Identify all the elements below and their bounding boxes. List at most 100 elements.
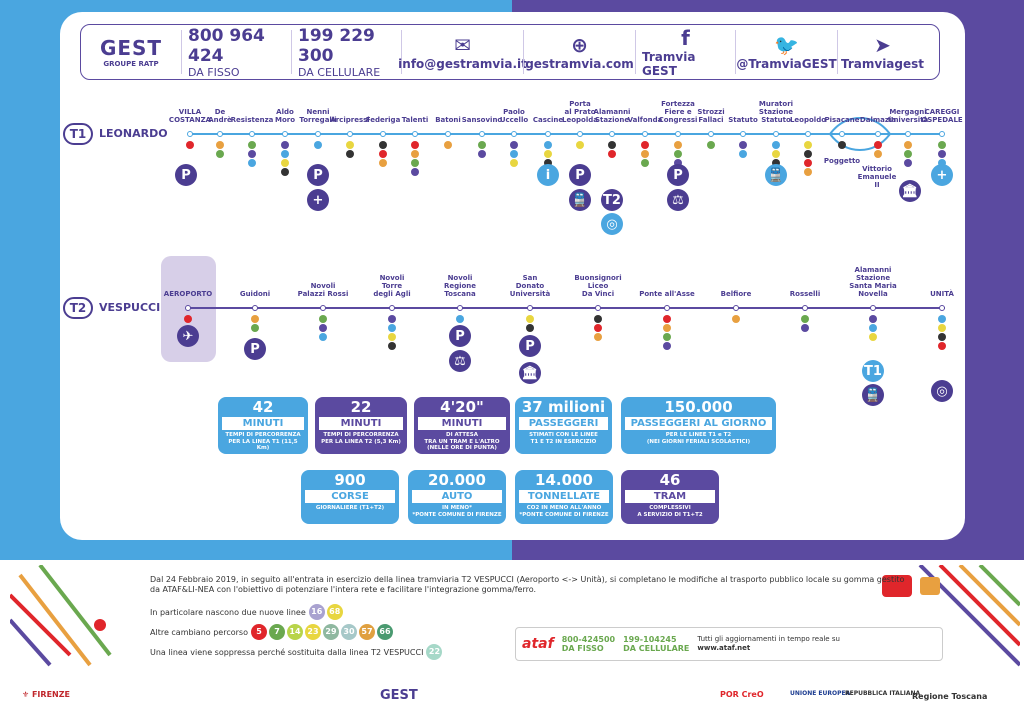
stat-number: 150.000 xyxy=(664,398,733,416)
globe-icon: ⊕ xyxy=(571,33,588,57)
connecting-bus-lines xyxy=(184,315,192,324)
stop-marker[interactable] xyxy=(479,131,485,137)
stop-label: Strozzi Fallaci xyxy=(697,108,725,124)
bus-line-badge: 22 xyxy=(426,644,443,660)
connecting-bus-lines xyxy=(216,141,224,159)
connecting-bus-lines xyxy=(608,141,616,159)
stat-unit: MINUTI xyxy=(319,417,403,430)
stop-marker[interactable] xyxy=(939,131,945,137)
stop-marker[interactable] xyxy=(282,131,288,137)
stop-marker[interactable] xyxy=(740,131,746,137)
t2-badge[interactable]: T2 xyxy=(63,297,93,319)
stop-marker[interactable] xyxy=(511,131,517,137)
stop-marker[interactable] xyxy=(708,131,714,137)
stop-marker[interactable] xyxy=(875,131,881,137)
ataf-phone-fixed[interactable]: 800-424500 DA FISSO xyxy=(561,635,616,653)
stop-marker[interactable] xyxy=(185,305,191,311)
stop-marker[interactable] xyxy=(839,131,845,137)
t1-badge[interactable]: T1 xyxy=(63,123,93,145)
stop-marker[interactable] xyxy=(315,131,321,137)
stat-number: 37 milioni xyxy=(521,398,606,416)
stop-label: Mergagni Università xyxy=(887,108,929,124)
repubblica-logo: REPUBBLICA ITALIANA xyxy=(845,690,921,697)
email-link[interactable]: ✉ info@gestramvia.it xyxy=(398,30,527,74)
justice-icon: ⚖ xyxy=(449,350,471,372)
stat-unit: CORSE xyxy=(305,490,395,503)
stop-marker[interactable] xyxy=(870,305,876,311)
stop-label: Arcipressi xyxy=(330,116,370,124)
connecting-bus-lines xyxy=(938,315,946,351)
connecting-bus-lines xyxy=(904,141,912,168)
stop-label: Leopoldo xyxy=(789,116,827,124)
stop-marker[interactable] xyxy=(412,131,418,137)
stop-marker[interactable] xyxy=(642,131,648,137)
twitter-link[interactable]: 🐦 @TramviaGEST xyxy=(735,30,837,74)
stop-marker[interactable] xyxy=(249,131,255,137)
stop-label: Cascine xyxy=(532,116,564,124)
stop-label: San Donato Università xyxy=(509,274,551,298)
stop-marker[interactable] xyxy=(252,305,258,311)
ataf-phone-mobile[interactable]: 199-104245 DA CELLULARE xyxy=(623,635,690,653)
connecting-bus-lines xyxy=(874,141,882,159)
stop-marker[interactable] xyxy=(609,131,615,137)
facebook-link[interactable]: f Tramvia GEST xyxy=(635,26,735,78)
stop-marker[interactable] xyxy=(527,305,533,311)
stop-marker[interactable] xyxy=(187,131,193,137)
stop-marker[interactable] xyxy=(733,305,739,311)
stat-number: 4'20" xyxy=(440,398,484,416)
stop-marker[interactable] xyxy=(320,305,326,311)
info-icon: i xyxy=(537,164,559,186)
stop-marker[interactable] xyxy=(577,131,583,137)
parking-icon: P xyxy=(307,164,329,186)
stat-number: 22 xyxy=(350,398,372,416)
stop-label: Poggetto xyxy=(823,157,861,165)
stop-marker[interactable] xyxy=(664,305,670,311)
train-icon: 🚆 xyxy=(765,164,787,186)
stop-marker[interactable] xyxy=(389,305,395,311)
train-icon: 🚆 xyxy=(862,384,884,406)
stop-label: Muratori Stazione Statuto xyxy=(758,100,794,124)
connecting-bus-lines xyxy=(732,315,740,324)
stop-marker[interactable] xyxy=(380,131,386,137)
stop-label: Federiga xyxy=(365,116,401,124)
stop-marker[interactable] xyxy=(802,305,808,311)
stop-marker[interactable] xyxy=(805,131,811,137)
stop-label: Porta al Prato Leopolda xyxy=(562,100,598,124)
hospital-icon: + xyxy=(931,164,953,186)
stop-marker[interactable] xyxy=(445,131,451,137)
stop-label: Batoni xyxy=(435,116,461,124)
stop-marker[interactable] xyxy=(217,131,223,137)
stop-marker[interactable] xyxy=(675,131,681,137)
stop-marker[interactable] xyxy=(545,131,551,137)
website-link[interactable]: ⊕ gestramvia.com xyxy=(523,30,635,74)
stat-number: 900 xyxy=(334,471,366,489)
parking-icon: P xyxy=(569,164,591,186)
phone-fixed[interactable]: 800 964 424 DA FISSO xyxy=(181,26,291,79)
stop-label: Fortezza Fiere e Congressi xyxy=(658,100,698,124)
ataf-updates[interactable]: Tutti gli aggiornamenti in tempo reale s… xyxy=(697,635,840,652)
bus-line-badge: 23 xyxy=(304,624,321,640)
connecting-bus-lines xyxy=(444,141,452,150)
stop-label: Alamanni Stazione Santa Maria Novella xyxy=(849,266,897,298)
stat-description: CO2 IN MENO ALL'ANNO *PONTE COMUNE DI FI… xyxy=(519,505,609,518)
stop-marker[interactable] xyxy=(595,305,601,311)
stop-label: Vittorio Emanuele II xyxy=(857,165,897,189)
connecting-bus-lines xyxy=(388,315,396,351)
stop-marker[interactable] xyxy=(457,305,463,311)
stat-unit: TONNELLATE xyxy=(519,490,609,503)
connecting-bus-lines xyxy=(641,141,649,168)
stop-marker[interactable] xyxy=(939,305,945,311)
stop-label: De Andrè xyxy=(208,108,232,124)
stat-unit: PASSEGGERI AL GIORNO xyxy=(625,417,772,430)
parking-icon: P xyxy=(519,335,541,357)
contact-header: GEST GROUPE RATP 800 964 424 DA FISSO 19… xyxy=(80,24,940,80)
museum-icon: 🏛 xyxy=(899,180,921,202)
mail-icon: ✉ xyxy=(454,33,471,57)
connecting-bus-lines xyxy=(804,141,812,177)
stop-marker[interactable] xyxy=(347,131,353,137)
phone-mobile[interactable]: 199 229 300 DA CELLULARE xyxy=(291,26,401,79)
stop-marker[interactable] xyxy=(773,131,779,137)
stop-marker[interactable] xyxy=(905,131,911,137)
telegram-link[interactable]: ➤ Tramviagest xyxy=(837,30,927,74)
